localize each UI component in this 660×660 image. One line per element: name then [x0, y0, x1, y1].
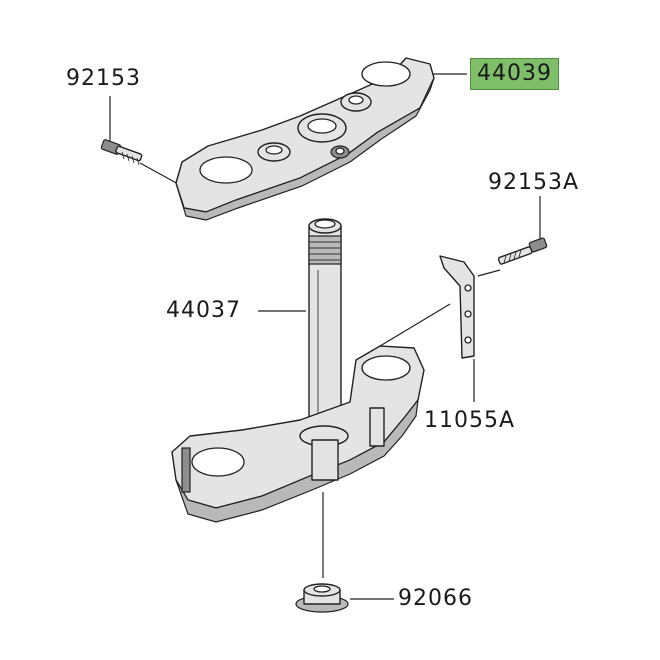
part-label-stem[interactable]: 44037: [166, 298, 241, 323]
part-label-upper-bolt[interactable]: 92153: [66, 66, 141, 91]
leader-11055a-to-clamp: [379, 303, 451, 347]
part-label-side-bolt[interactable]: 92153A: [488, 170, 580, 195]
part-label-upper-bracket[interactable]: 44039: [470, 58, 559, 90]
side-bolt[interactable]: [497, 237, 548, 265]
part-label-stay-bracket[interactable]: 11055A: [424, 408, 516, 433]
upper-bolt[interactable]: [100, 139, 143, 166]
lower-triple-clamp[interactable]: [171, 345, 425, 523]
steering-stem[interactable]: [308, 218, 342, 437]
leader-92153a-to-stay: [477, 269, 501, 277]
part-label-stem-nut[interactable]: 92066: [398, 586, 473, 611]
leader-lines: [109, 73, 541, 600]
stay-bracket[interactable]: [439, 255, 475, 359]
leader-92153-to-bracket: [139, 162, 181, 186]
upper-triple-clamp[interactable]: [175, 57, 435, 221]
stem-nut[interactable]: [295, 583, 349, 613]
